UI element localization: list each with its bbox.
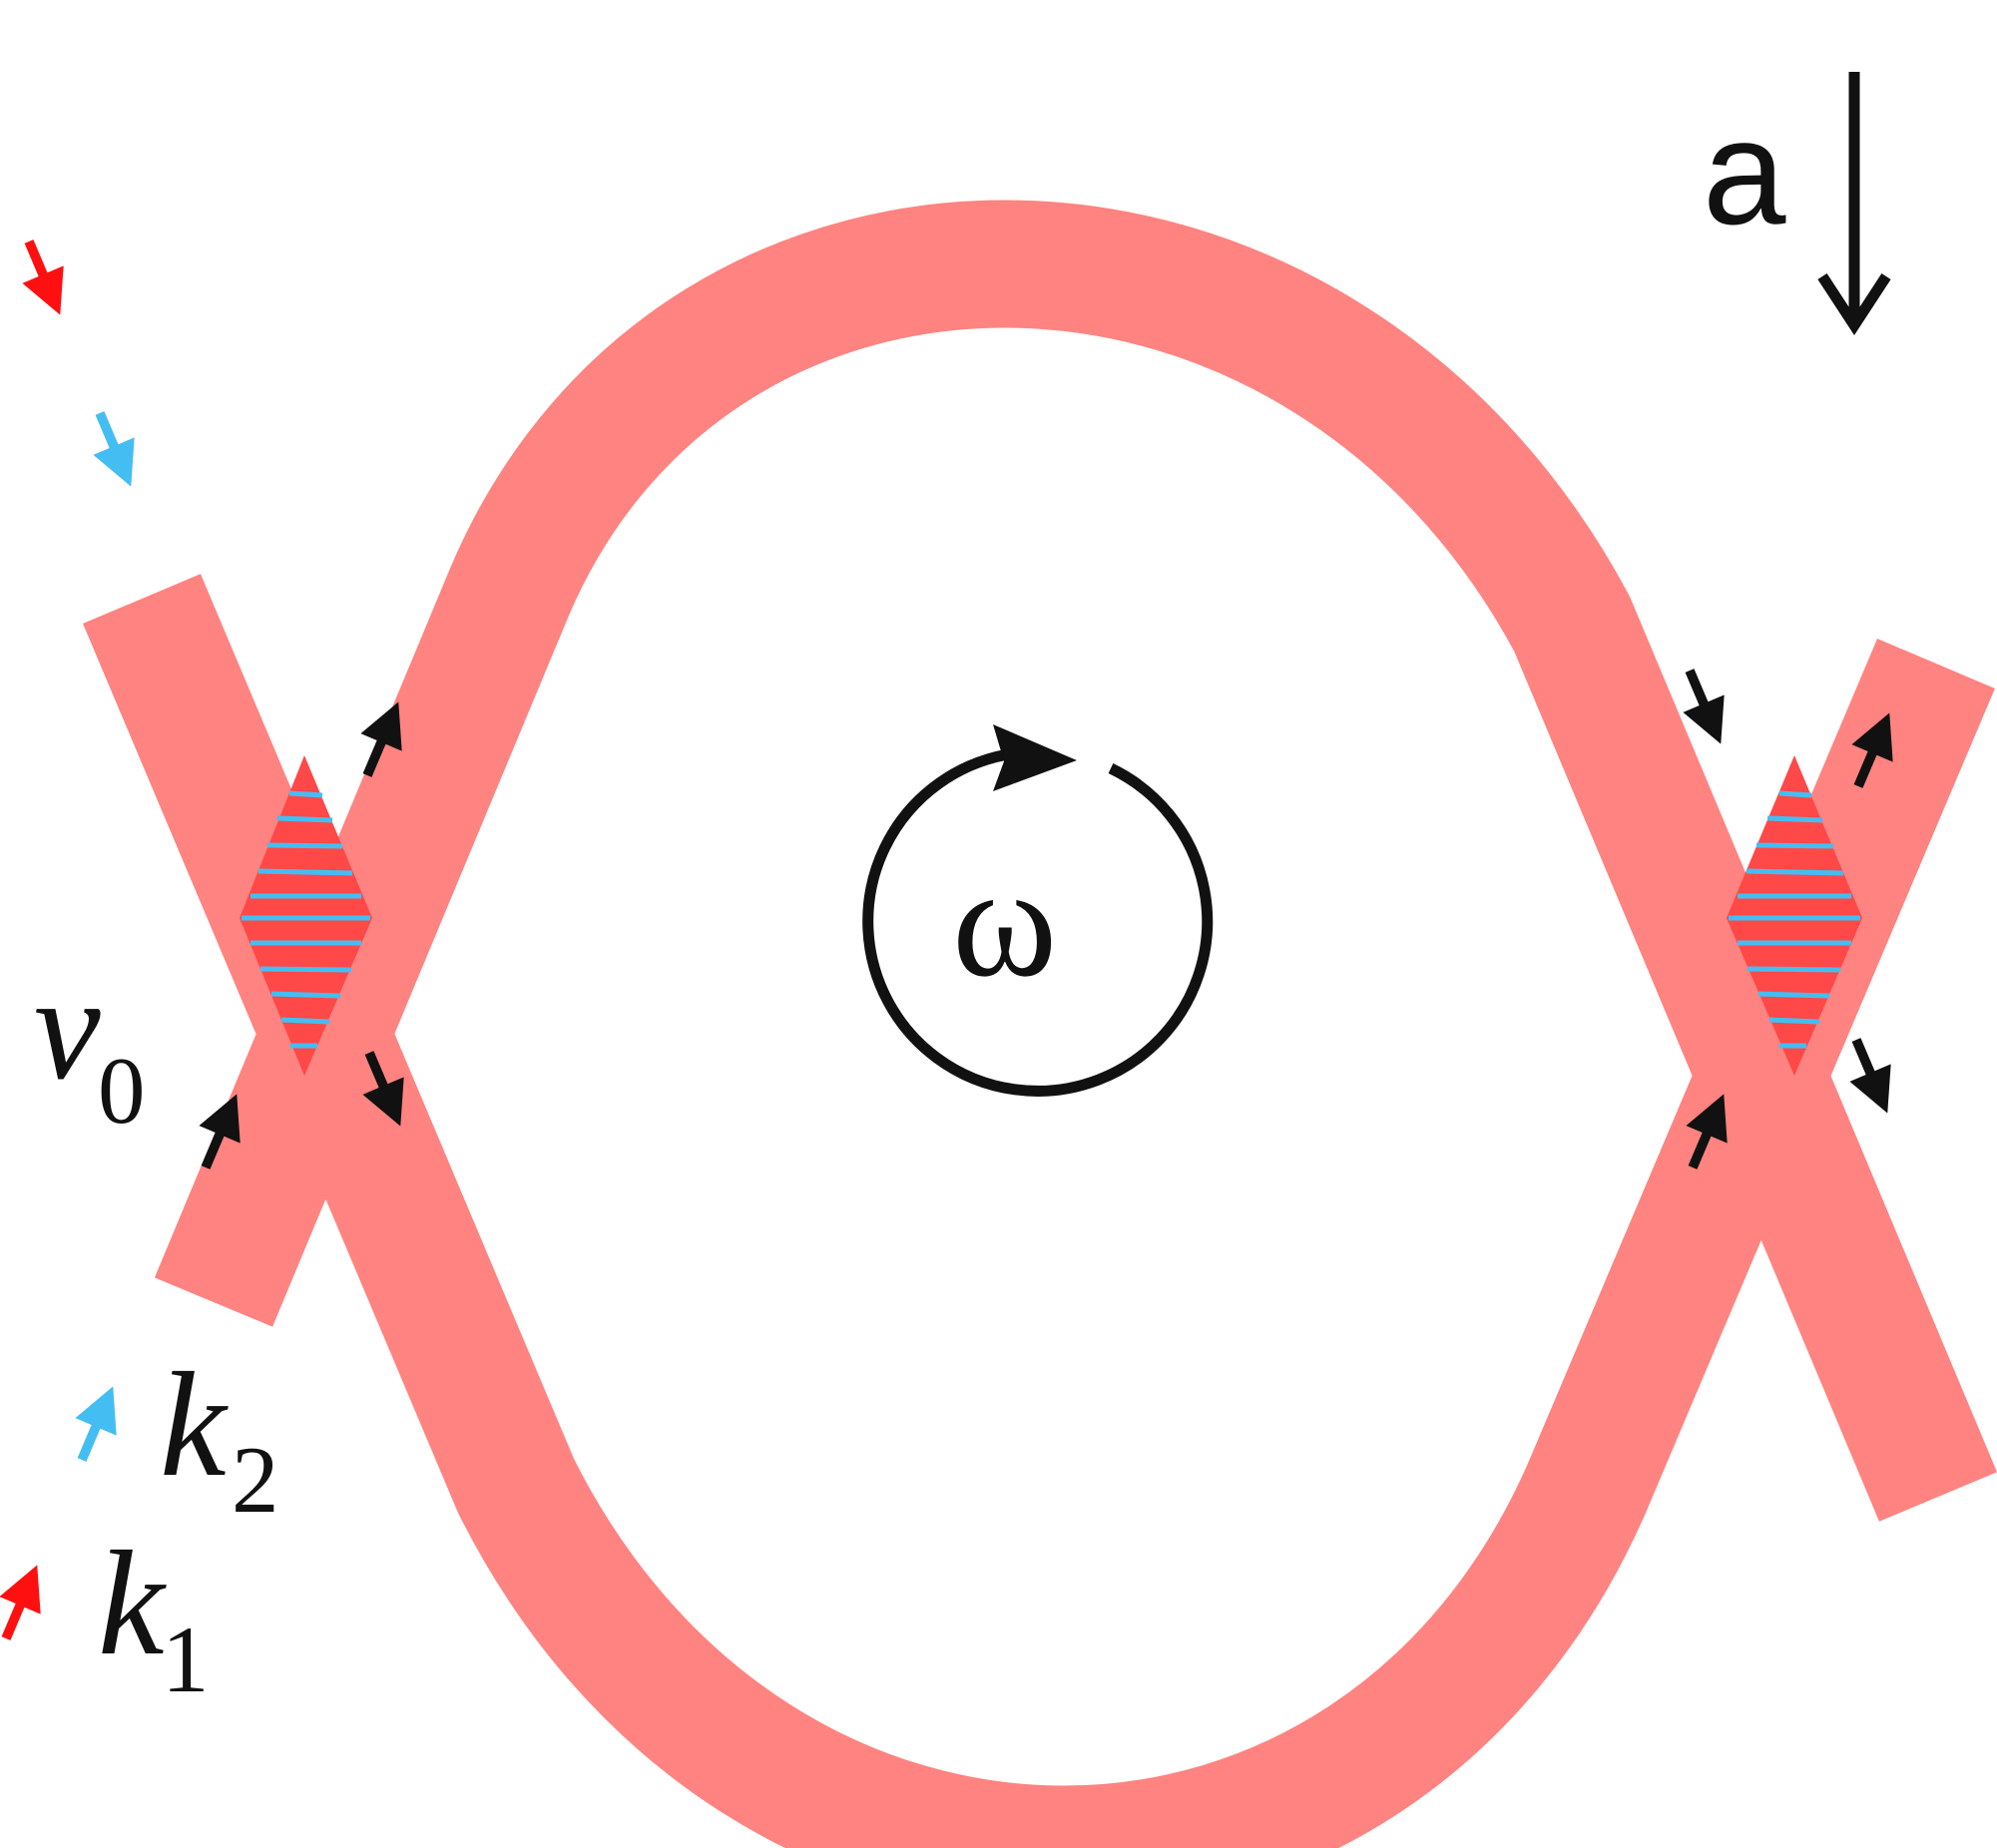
waveguide-ring [83, 200, 1997, 1848]
v-symbol: v [34, 945, 101, 1111]
arrow-left-lower-right [362, 1051, 404, 1127]
right-fringes [1729, 790, 1860, 1049]
acceleration-label: a [1703, 88, 1786, 255]
arrow-right-upper-left [1683, 669, 1725, 744]
k1-symbol: k [98, 1521, 167, 1686]
omega-label: ω [952, 832, 1057, 1010]
k1-outgoing-arrow [22, 239, 64, 315]
k2-symbol: k [160, 1342, 229, 1508]
waveguide-loop [83, 200, 1997, 1848]
k2-outgoing-arrow [93, 411, 135, 487]
arrow-left-upper-right [360, 701, 402, 777]
k2-subscript: 2 [232, 1427, 279, 1533]
beam-arrows [0, 239, 135, 1640]
arrow-right-upper-right [1851, 712, 1893, 788]
k1-subscript: 1 [162, 1607, 210, 1712]
k1-incoming-arrow [0, 1565, 41, 1640]
k2-incoming-arrow [75, 1386, 117, 1462]
left-coupler [240, 755, 372, 1076]
circular-arrow-icon [862, 724, 1214, 1097]
arrow-right-lower-left [1686, 1094, 1728, 1169]
propagation-arrows [199, 669, 1893, 1169]
right-coupler [1727, 755, 1862, 1076]
v0-label: v 0 [34, 945, 146, 1144]
k2-label: k 2 [160, 1342, 279, 1533]
arrow-left-lower-left [199, 1094, 241, 1169]
v-subscript: 0 [98, 1038, 146, 1144]
k1-label: k 1 [98, 1521, 210, 1712]
left-fringes [242, 790, 370, 1049]
down-arrow-icon [1817, 72, 1891, 336]
arrow-right-lower-right [1849, 1038, 1891, 1114]
